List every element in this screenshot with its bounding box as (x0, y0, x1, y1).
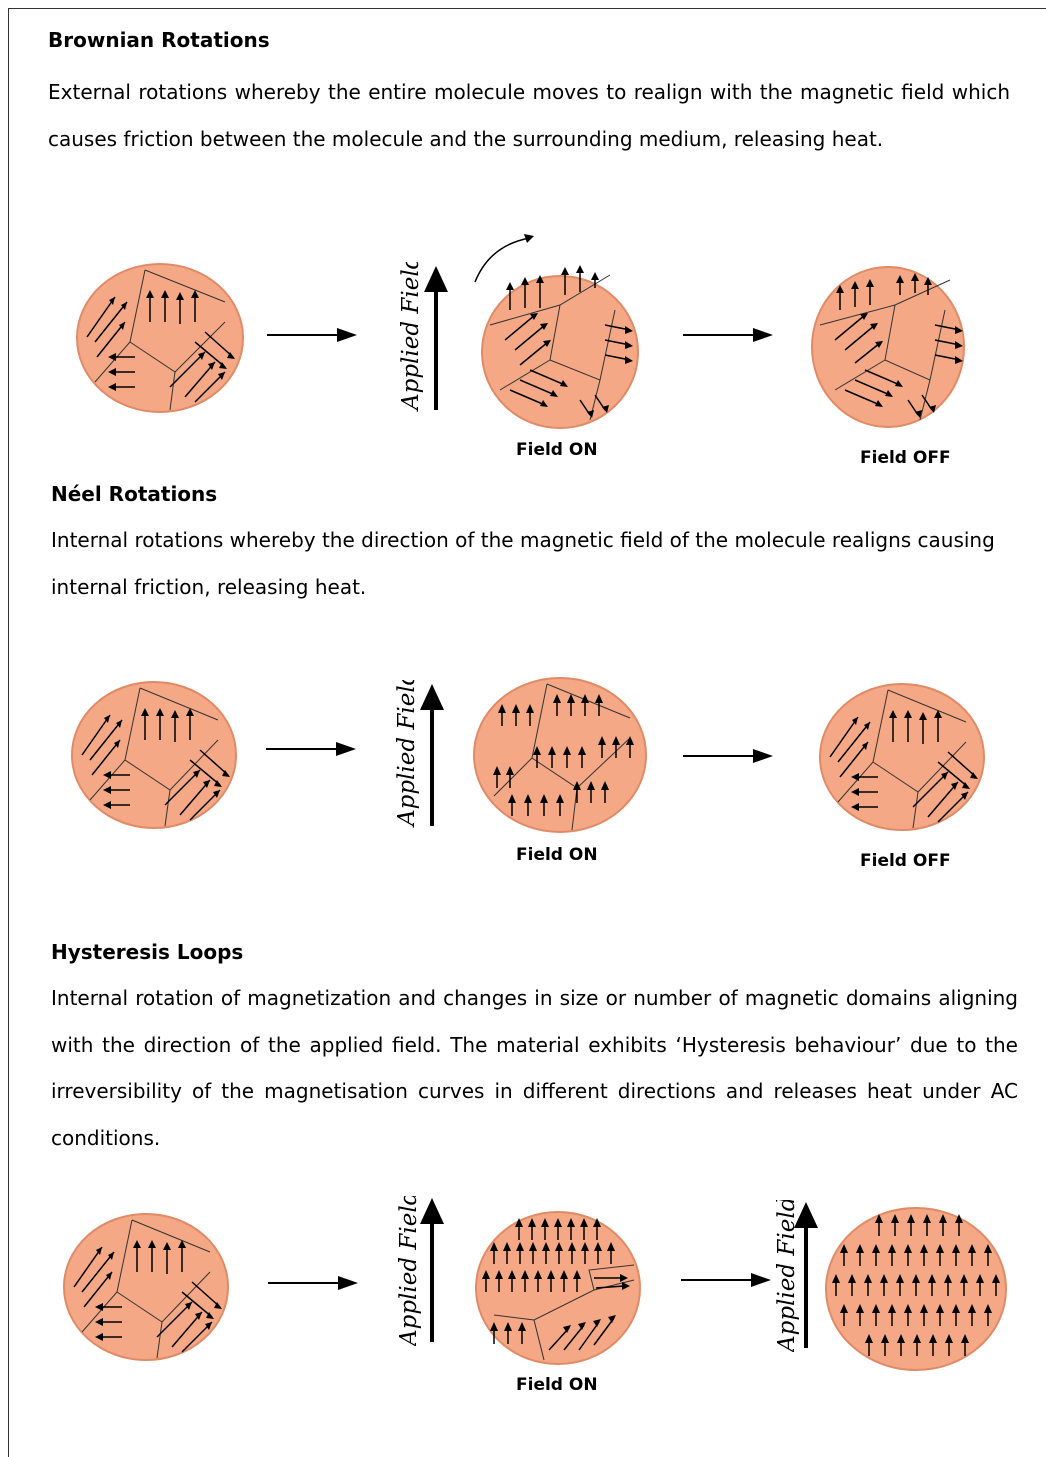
particle-random-domains (818, 682, 986, 832)
particle-random-domains (75, 262, 245, 414)
right-arrow-icon (267, 327, 357, 343)
description-hysteresis-loops: Internal rotation of magnetization and c… (51, 975, 1018, 1161)
label-field-off: Field OFF (860, 851, 951, 871)
particle-aligned-moments (472, 676, 648, 834)
hysteresis-applied-field-2: Applied Field (766, 1200, 826, 1352)
neel-arrow-1 (266, 741, 356, 757)
applied-field-label: Applied Field (398, 262, 424, 412)
neel-applied-field: Applied Field (388, 680, 458, 830)
right-arrow-icon (268, 1275, 358, 1291)
heading-brownian-rotations: Brownian Rotations (48, 28, 270, 52)
brownian-particle-initial (75, 262, 245, 414)
applied-field-label: Applied Field (394, 680, 420, 828)
hysteresis-applied-field-1: Applied Field (390, 1196, 460, 1346)
applied-field-arrow: Applied Field (390, 1196, 460, 1346)
label-field-on: Field ON (516, 845, 598, 865)
brownian-particle-field-on (470, 230, 640, 430)
applied-field-label: Applied Field (774, 1200, 800, 1352)
right-arrow-icon (683, 327, 773, 343)
right-arrow-icon (266, 741, 356, 757)
description-neel-rotations: Internal rotations whereby the direction… (51, 517, 1026, 610)
brownian-arrow-2 (683, 327, 773, 343)
right-arrow-icon (681, 1272, 771, 1288)
label-field-on: Field ON (516, 440, 598, 460)
particle-random-domains (62, 1212, 230, 1362)
neel-particle-field-on (472, 676, 648, 834)
right-arrow-icon (683, 748, 773, 764)
hysteresis-arrow-1 (268, 1275, 358, 1291)
label-field-on: Field ON (516, 1375, 598, 1395)
rotation-arrow-icon (475, 238, 530, 282)
neel-particle-field-off (818, 682, 986, 832)
applied-field-arrow: Applied Field (388, 680, 458, 830)
applied-field-label: Applied Field (396, 1196, 422, 1346)
brownian-arrow-1 (267, 327, 357, 343)
particle-random-domains (70, 680, 238, 830)
particle-single-domain (824, 1206, 1008, 1372)
heading-hysteresis-loops: Hysteresis Loops (51, 940, 243, 964)
hysteresis-particle-initial (62, 1212, 230, 1362)
applied-field-arrow: Applied Field (766, 1200, 826, 1352)
hysteresis-arrow-2 (681, 1272, 771, 1288)
hysteresis-particle-field-on (474, 1210, 642, 1366)
description-brownian-rotations: External rotations whereby the entire mo… (48, 69, 1010, 162)
particle-after-field (810, 265, 966, 429)
particle-rotated (470, 230, 640, 430)
heading-neel-rotations: Néel Rotations (51, 482, 217, 506)
neel-arrow-2 (683, 748, 773, 764)
brownian-applied-field: Applied Field (392, 262, 462, 412)
particle-growing-domains (474, 1210, 642, 1366)
applied-field-arrow: Applied Field (392, 262, 462, 412)
brownian-particle-field-off (810, 265, 966, 429)
label-field-off: Field OFF (860, 448, 951, 468)
hysteresis-particle-saturated (824, 1206, 1008, 1372)
neel-particle-initial (70, 680, 238, 830)
